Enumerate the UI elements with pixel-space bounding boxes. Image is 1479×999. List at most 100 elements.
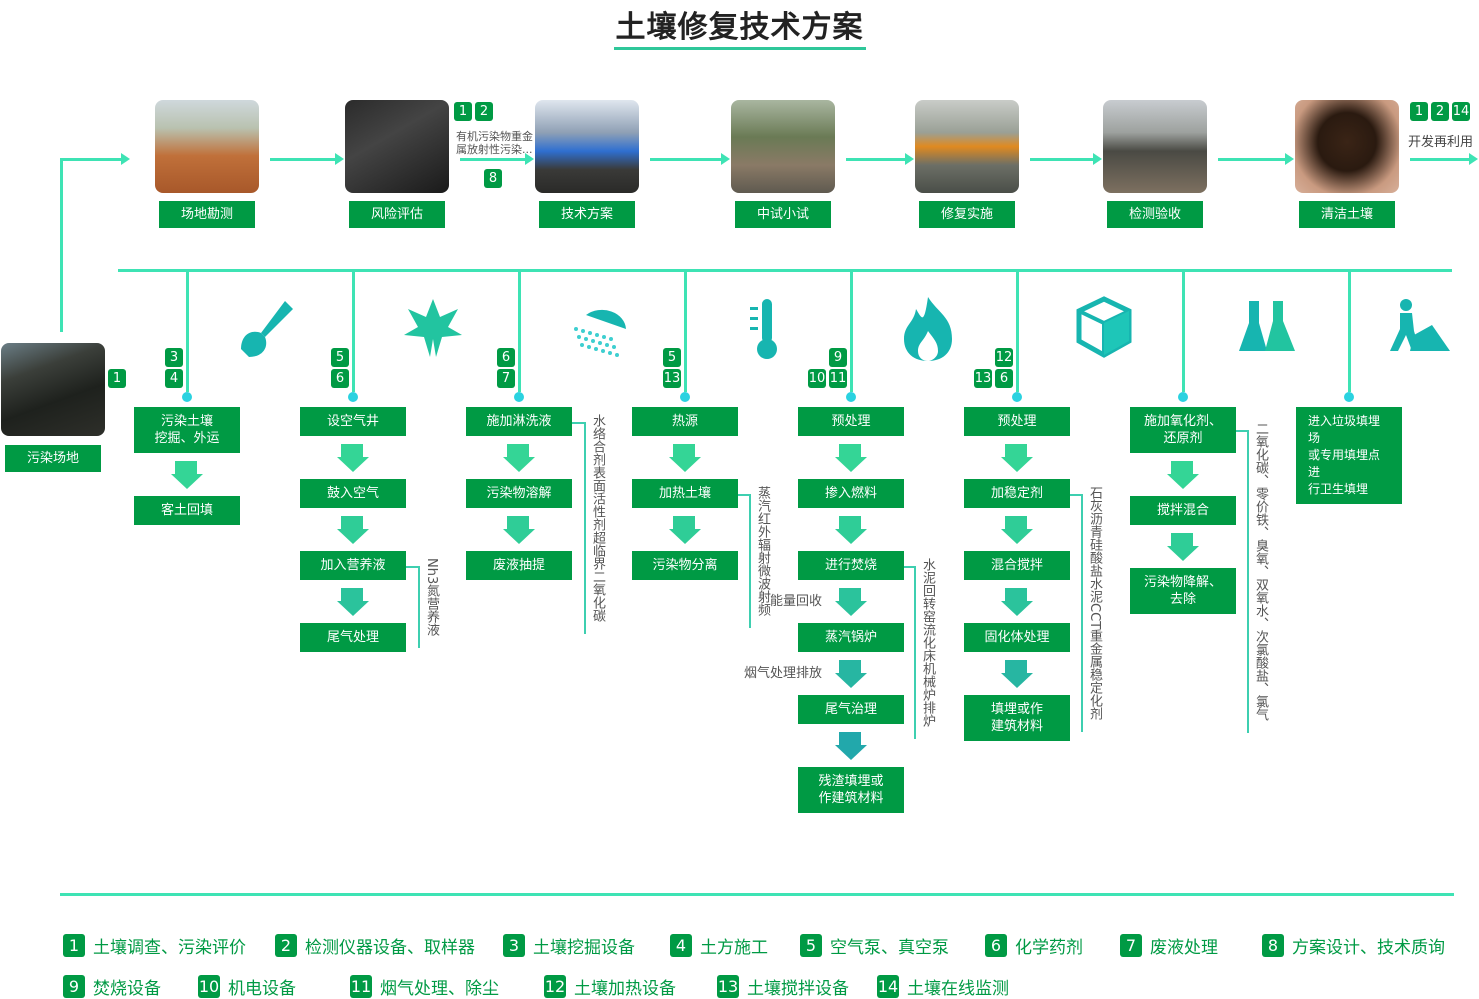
process-column: 施加氧化剂、还原剂搅拌混合污染物降解、去除 (1130, 407, 1236, 614)
tool-badge: 11 (829, 369, 847, 388)
legend-text: 焚烧设备 (93, 979, 161, 999)
legend-badge: 6 (985, 934, 1007, 957)
down-arrow-icon (466, 508, 572, 551)
arrow-head (669, 529, 701, 544)
process-step-line: 客土回填 (160, 503, 213, 518)
process-step-line: 加入营养液 (320, 558, 386, 573)
down-arrow-icon (466, 436, 572, 479)
process-step-line: 加稳定剂 (990, 486, 1043, 501)
tool-badge: 7 (497, 369, 515, 388)
process-step-line: 尾气治理 (824, 702, 877, 717)
process-step-line: 还原剂 (1163, 431, 1203, 446)
tool-badge: 13 (663, 369, 681, 388)
process-step: 掺入燃料 (798, 479, 904, 508)
legend-badge: 4 (670, 934, 692, 957)
digging-worker-icon (1380, 295, 1450, 363)
process-step: 预处理 (964, 407, 1070, 436)
arrow-shaft (341, 444, 363, 458)
step-photo (915, 100, 1019, 193)
down-arrow-icon (964, 508, 1070, 551)
branch-connector (1348, 270, 1351, 392)
side-note: 石灰沥青硅酸盐水泥CCT重金属稳定化剂 (1087, 485, 1102, 720)
page-title: 土壤修复技术方案 (0, 2, 1479, 50)
note-bracket (1070, 493, 1083, 732)
process-step: 热源 (632, 407, 738, 436)
process-step-line: 建筑材料 (990, 719, 1043, 734)
process-column: 预处理加稳定剂混合搅拌固化体处理填埋或作建筑材料 (964, 407, 1070, 741)
legend-badge: 3 (503, 934, 525, 957)
arrow-shaft (1171, 461, 1193, 475)
down-arrow-icon (964, 436, 1070, 479)
step-photo (1103, 100, 1207, 193)
down-arrow-icon (134, 453, 240, 496)
arrow-head (1001, 673, 1033, 688)
tool-badge: 1 (1410, 102, 1428, 121)
step-photo (731, 100, 835, 193)
process-step: 污染物分离 (632, 551, 738, 580)
arrow-shaft (839, 588, 861, 602)
process-step-line: 污染物溶解 (486, 486, 552, 501)
arrow-head (1167, 474, 1199, 489)
process-step-line: 污染物分离 (652, 558, 718, 573)
process-step-line: 热源 (671, 414, 698, 429)
arrow-shaft (1005, 660, 1027, 674)
legend-text: 土方施工 (700, 938, 768, 958)
process-step: 客土回填 (134, 496, 240, 525)
tool-badge: 5 (331, 348, 349, 367)
process-step: 混合搅拌 (964, 551, 1070, 580)
process-step-line: 固化体处理 (984, 630, 1050, 645)
arrow-head (835, 745, 867, 760)
process-step-line: 污染物降解、 (1143, 575, 1222, 590)
step-photo (1295, 100, 1399, 193)
flame-icon (898, 295, 960, 363)
risk-badges: 1 2 (454, 102, 493, 121)
process-step: 尾气治理 (798, 695, 904, 724)
arrow-head (337, 529, 369, 544)
plan-badge: 8 (484, 169, 502, 188)
process-step-line: 掺入燃料 (824, 486, 877, 501)
flow-arrow (1410, 153, 1478, 165)
process-step-line: 填埋或作 (990, 702, 1043, 717)
process-step-line: 搅拌混合 (1156, 503, 1209, 518)
arrow-shaft (673, 516, 695, 530)
process-step-line: 废液抽提 (492, 558, 545, 573)
process-step: 鼓入空气 (300, 479, 406, 508)
legend-badge: 13 (717, 975, 739, 998)
down-arrow-icon (964, 580, 1070, 623)
process-step-line: 或专用填埋点进 (1308, 448, 1381, 479)
process-step: 进入垃圾填埋场或专用填埋点进行卫生填埋 (1296, 407, 1402, 504)
process-step-line: 作建筑材料 (818, 791, 884, 806)
process-step-line: 去除 (1169, 592, 1196, 607)
legend-text: 土壤加热设备 (574, 979, 676, 999)
legend-badge: 12 (544, 975, 566, 998)
process-column: 进入垃圾填埋场或专用填埋点进行卫生填埋 (1296, 407, 1402, 504)
process-step: 蒸汽锅炉 (798, 623, 904, 652)
process-column: 污染土壤挖掘、外运客土回填 (134, 407, 240, 525)
tool-badge: 5 (663, 348, 681, 367)
branch-dot (514, 392, 524, 402)
tool-badge: 6 (497, 348, 515, 367)
tool-badge: 6 (995, 369, 1013, 388)
legend-badge: 11 (350, 975, 372, 998)
process-step-line: 行卫生填埋 (1308, 482, 1369, 496)
process-step: 加入营养液 (300, 551, 406, 580)
legend-badge: 10 (198, 975, 220, 998)
branch-dot (1344, 392, 1354, 402)
process-step: 搅拌混合 (1130, 496, 1236, 525)
contaminated-site-photo (1, 343, 105, 436)
arrow-shaft (839, 444, 861, 458)
legend-text: 废液处理 (1150, 938, 1218, 958)
thermometer-icon (736, 295, 798, 363)
arrow-shaft (839, 660, 861, 674)
cube-icon (1073, 295, 1135, 363)
legend-badge: 8 (1262, 934, 1284, 957)
process-step-line: 污染土壤 (160, 414, 213, 429)
process-step: 加热土壤 (632, 479, 738, 508)
shower-icon (568, 295, 630, 363)
tool-badge: 12 (995, 348, 1013, 367)
